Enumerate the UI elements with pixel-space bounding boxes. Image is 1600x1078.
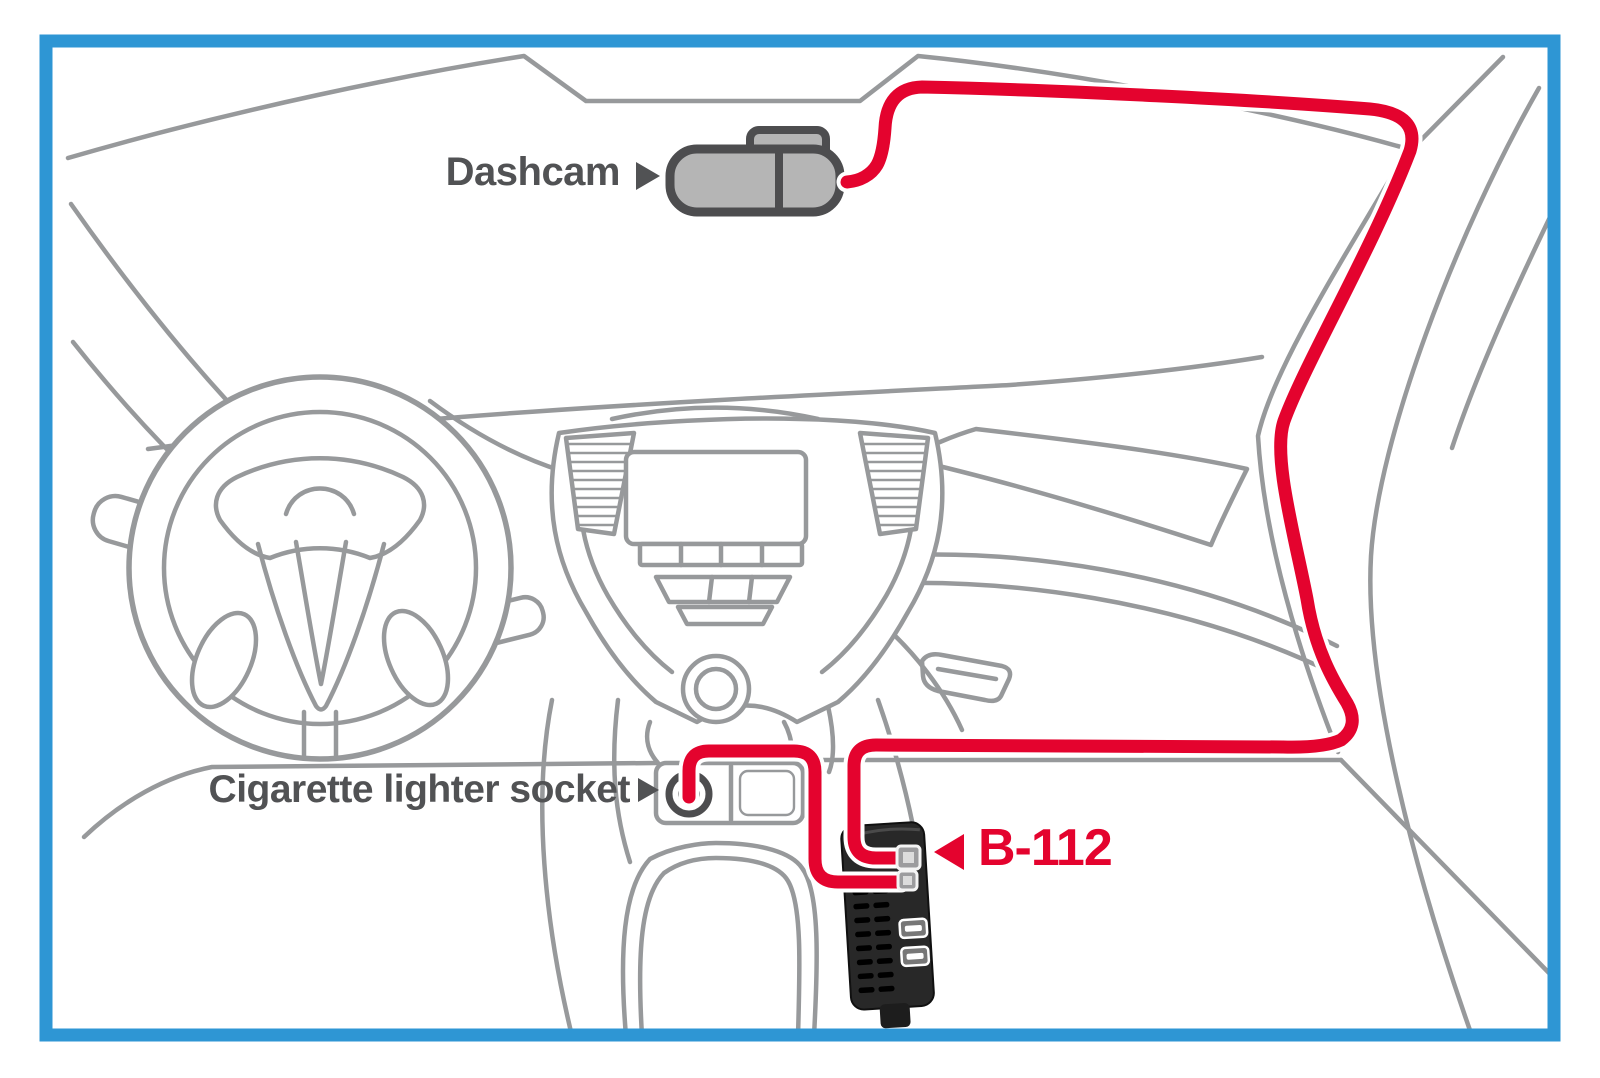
dash-cowl-arc <box>609 405 821 422</box>
wheel-outer-rim <box>126 374 514 762</box>
cigarette-socket-label: Cigarette lighter socket <box>208 768 631 811</box>
lower-control-strip <box>675 604 775 627</box>
glovebox-handle-pocket <box>919 652 1013 704</box>
rotary-knob <box>680 653 752 725</box>
right-pillar-faint-line <box>1449 210 1555 451</box>
arrow-right-icon <box>636 162 660 190</box>
bottom-spoke <box>301 709 339 759</box>
dash-seam-left <box>427 398 565 474</box>
battery-vent-slots <box>852 887 895 994</box>
dashcam-icon <box>665 126 845 217</box>
usb-port-icon <box>900 945 931 968</box>
tunnel-left-inner <box>611 697 633 865</box>
windshield-right-edge <box>1255 146 1411 755</box>
right-pillar-top <box>1417 54 1506 144</box>
socket-cable <box>678 740 912 893</box>
vent-grille-icon <box>563 430 637 537</box>
defroster-panel <box>902 426 1250 548</box>
diagram-frame <box>39 34 1561 1042</box>
tunnel-neck-left <box>644 719 661 766</box>
battery-input-port-lower <box>896 869 919 892</box>
steering-wheel <box>90 374 546 762</box>
tunnel-right-inner <box>825 703 836 775</box>
armrest-outer <box>620 840 819 1039</box>
thumb-rest-left <box>189 610 259 710</box>
climate-control-strip <box>653 574 793 605</box>
spoke-v-outline <box>255 541 387 712</box>
armrest-inner <box>637 855 802 1039</box>
pocket-inner-line <box>935 666 999 682</box>
dashcam-label: Dashcam <box>445 150 621 194</box>
dashcam-body <box>665 144 845 217</box>
right-pillar-edge <box>1368 85 1542 1039</box>
spoke-v-inner <box>293 539 349 687</box>
dashcam-cable <box>836 76 1423 869</box>
center-console <box>549 405 945 725</box>
roof-edge-line <box>65 53 1411 161</box>
infotainment-screen <box>623 449 809 547</box>
battery-foot <box>879 1003 911 1029</box>
arrow-right-icon <box>638 778 659 802</box>
vent-grille-icon <box>857 430 931 537</box>
wheel-inner-rim <box>161 409 479 727</box>
usb-port-icon <box>898 917 929 940</box>
door-sill-line <box>1338 757 1552 976</box>
dash-bottom-left <box>81 760 659 840</box>
horn-dome <box>283 486 357 517</box>
tunnel-left-outer <box>540 697 575 1039</box>
thumb-rest-right <box>381 608 451 708</box>
airbag-hub <box>213 456 427 561</box>
battery-input-port-upper <box>895 844 922 871</box>
arrow-left-icon <box>934 834 964 870</box>
console-button-row <box>637 541 805 568</box>
battery-pack-label: B-112 <box>978 819 1113 877</box>
